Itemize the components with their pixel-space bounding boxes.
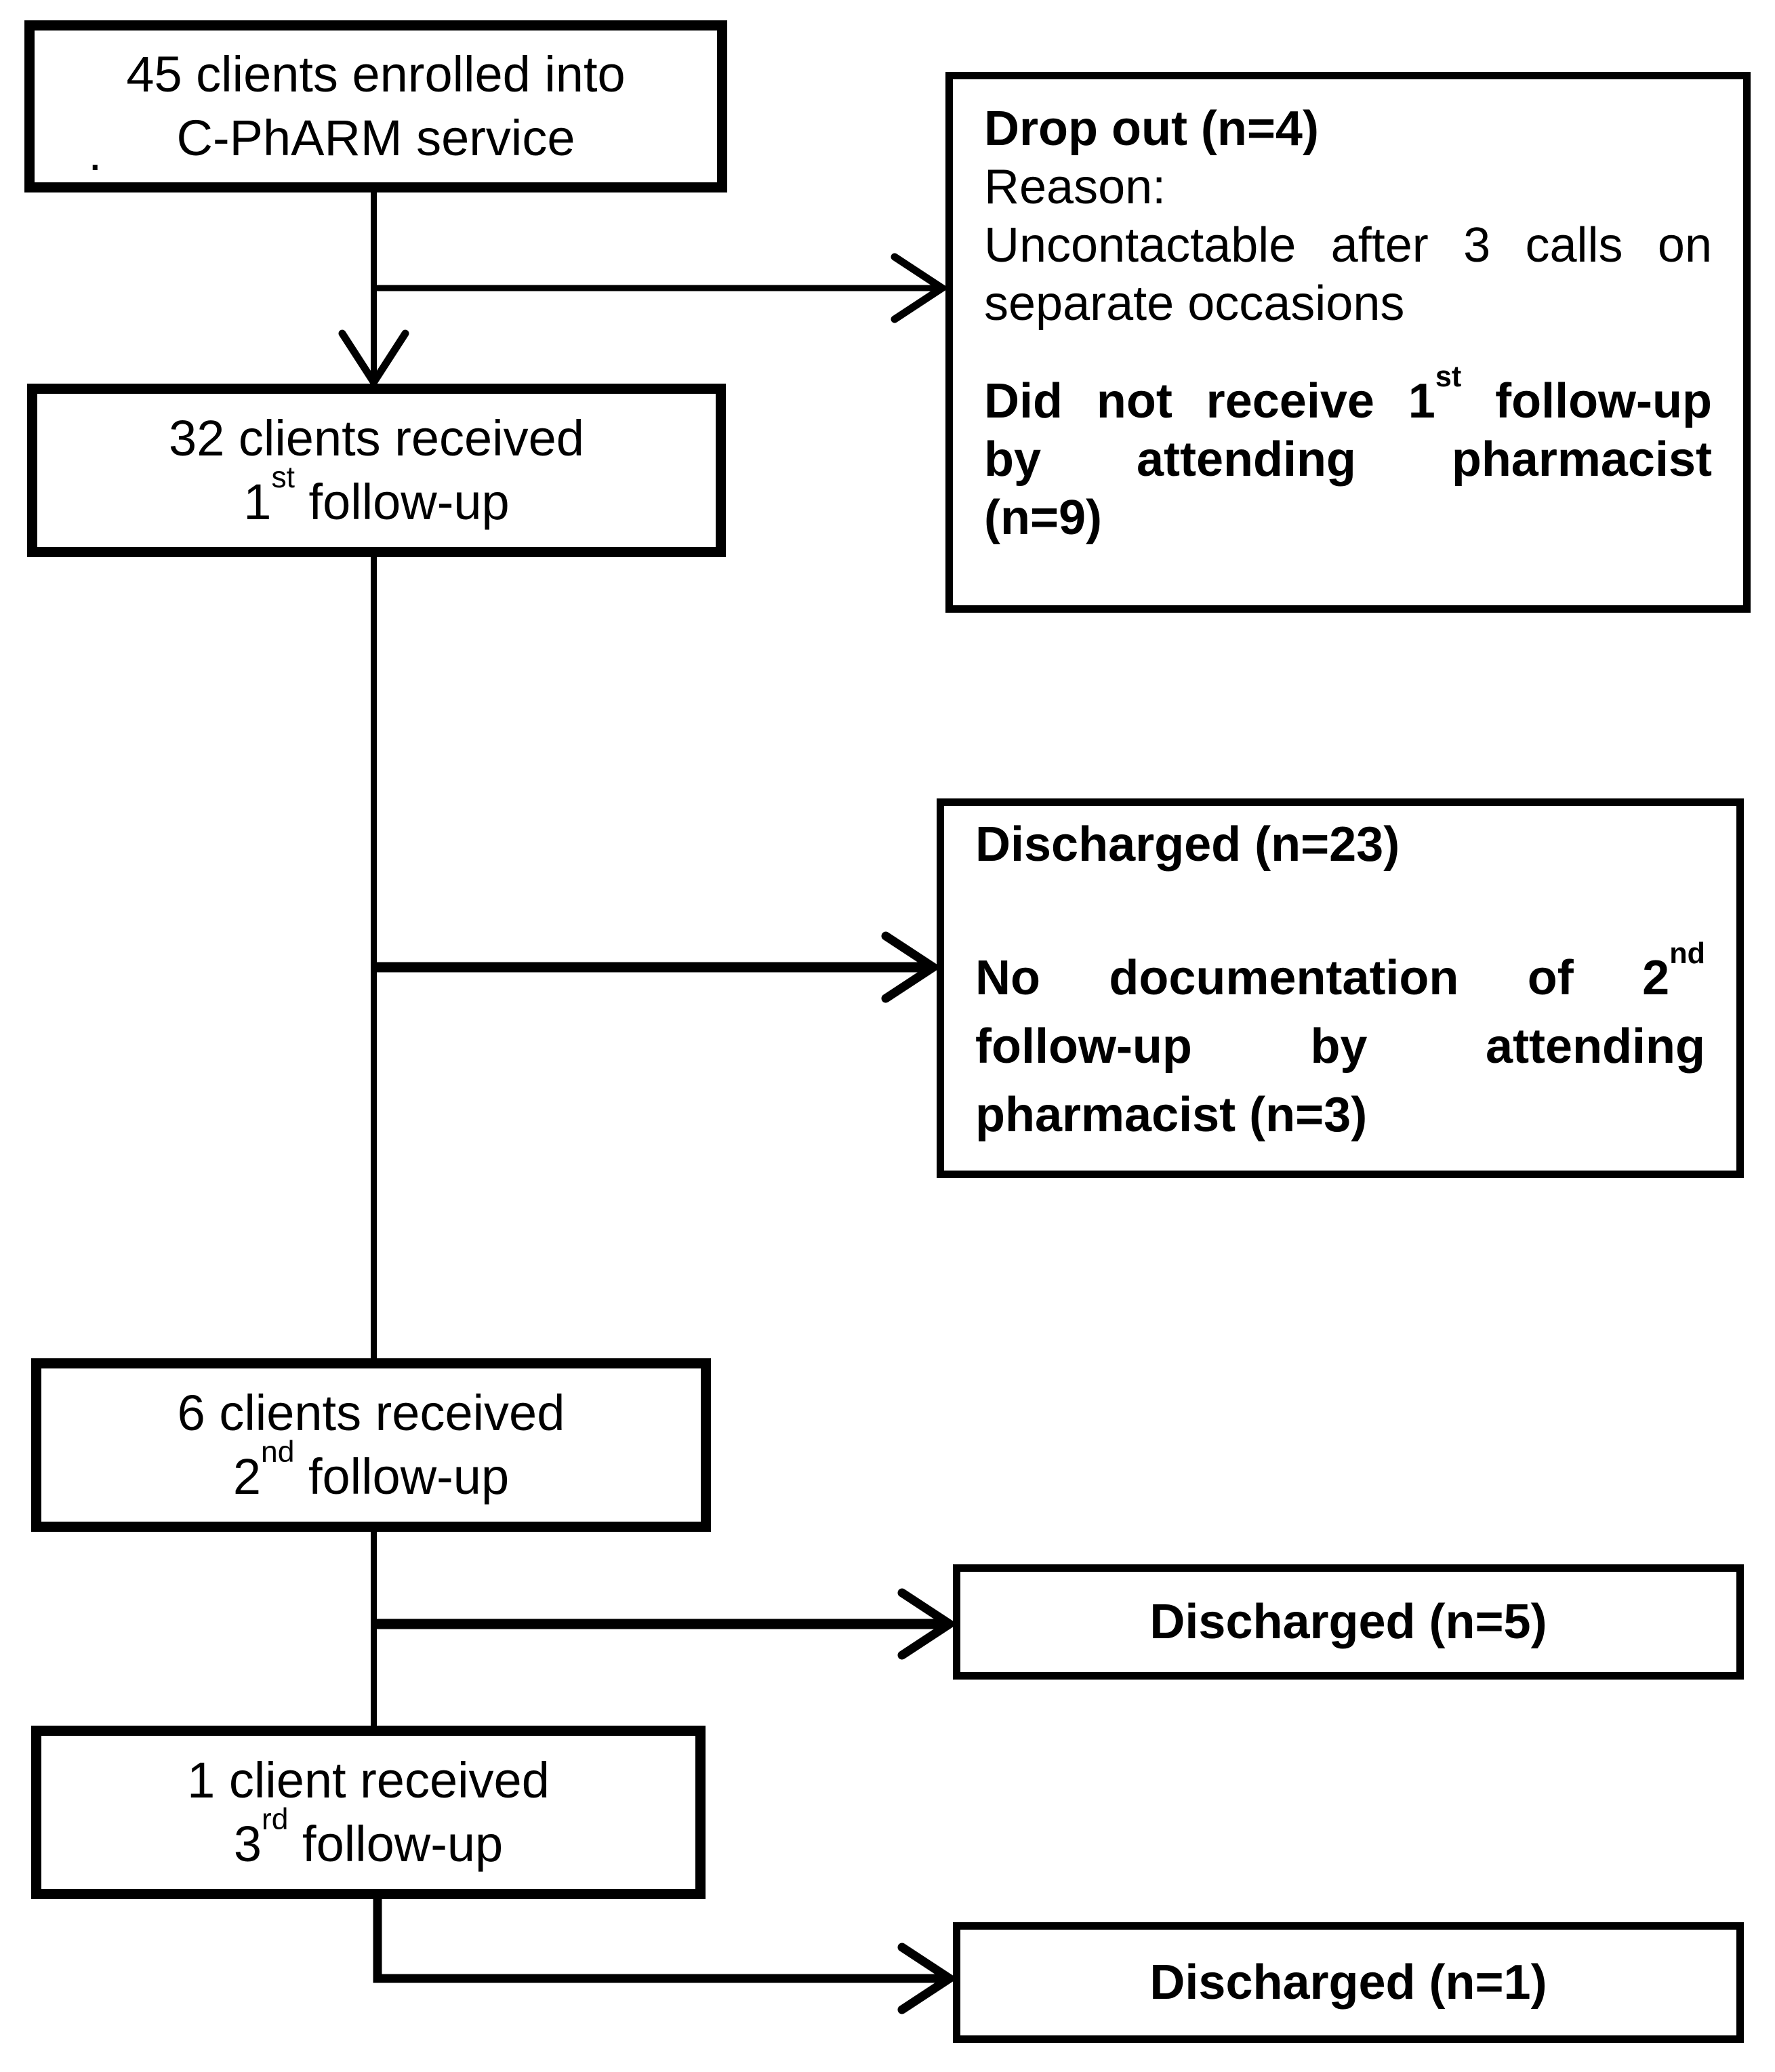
box-discharged1: Discharged (n=1) xyxy=(953,1922,1744,2043)
discharged23-nodoc-line2: follow-up by attending xyxy=(975,1019,1705,1074)
ordinal-suffix: nd xyxy=(261,1436,295,1469)
box-followup2-line1: 6 clients received xyxy=(177,1385,565,1441)
box-followup1: 32 clients received 1st follow-up xyxy=(27,384,726,557)
followup-word: follow-up xyxy=(288,1816,504,1872)
ordinal-suffix: st xyxy=(1435,361,1462,394)
box-followup2-line2: 2nd follow-up xyxy=(232,1437,510,1509)
discharged23-nodoc-line1: No documentation of 2nd xyxy=(975,939,1705,1013)
drop-out-reason-line2: separate occasions xyxy=(984,277,1405,331)
drop-out-missed-line1: Did not receive 1st follow-up xyxy=(984,363,1712,430)
ordinal: 2 xyxy=(232,1448,262,1505)
drop-out-reason-label: Reason: xyxy=(984,160,1166,214)
missed-line1-post: follow-up xyxy=(1461,374,1712,428)
box-followup3: 1 client received 3rd follow-up xyxy=(31,1726,706,1899)
drop-out-missed-line2: by attending pharmacist xyxy=(984,432,1712,487)
arrowhead-right-discharged1 xyxy=(897,1943,958,2014)
discharged23-nodoc-line3: pharmacist (n=3) xyxy=(975,1088,1368,1142)
followup-word: follow-up xyxy=(294,1448,510,1505)
missed-line1-pre: Did not receive 1 xyxy=(984,374,1435,428)
stray-period-artifact: . xyxy=(88,125,102,181)
arrowhead-right-discharged23 xyxy=(881,931,941,1003)
box-enrolled-line1: 45 clients enrolled into xyxy=(126,46,626,102)
ordinal: 3 xyxy=(233,1816,262,1872)
drop-out-reason-line1: Uncontactable after 3 calls on xyxy=(984,218,1712,272)
discharged1-label: Discharged (n=1) xyxy=(1149,1955,1547,2010)
box-discharged5: Discharged (n=5) xyxy=(953,1564,1744,1680)
box-drop-out: Drop out (n=4) Reason: Uncontactable aft… xyxy=(945,72,1751,613)
ordinal-suffix: rd xyxy=(261,1803,289,1837)
box-followup3-line2: 3rd follow-up xyxy=(233,1804,504,1876)
discharged5-label: Discharged (n=5) xyxy=(1149,1595,1547,1649)
box-enrolled: 45 clients enrolled into C-PhARM service xyxy=(24,20,727,192)
ordinal-suffix: nd xyxy=(1669,937,1705,971)
discharged23-title: Discharged (n=23) xyxy=(975,817,1400,872)
ordinal-suffix: st xyxy=(271,461,295,495)
drop-out-title: Drop out (n=4) xyxy=(984,102,1319,156)
followup-word: follow-up xyxy=(294,474,510,530)
box-followup1-line1: 32 clients received xyxy=(169,410,584,466)
box-enrolled-line2: C-PhARM service xyxy=(176,110,575,166)
arrowhead-right-discharged5 xyxy=(897,1588,958,1660)
arrowhead-down-followup1 xyxy=(338,329,409,390)
box-followup1-line2: 1st follow-up xyxy=(243,462,510,534)
drop-out-missed-line3: (n=9) xyxy=(984,491,1103,545)
box-followup3-line1: 1 client received xyxy=(187,1752,550,1808)
box-followup2: 6 clients received 2nd follow-up xyxy=(31,1358,711,1532)
connector-followup3-to-discharged1 xyxy=(373,1896,946,1983)
nodoc-line1-pre: No documentation of 2 xyxy=(975,951,1670,1005)
ordinal: 1 xyxy=(243,474,272,530)
arrowhead-right-dropout xyxy=(891,253,950,323)
box-discharged23: Discharged (n=23) No documentation of 2n… xyxy=(937,798,1744,1178)
